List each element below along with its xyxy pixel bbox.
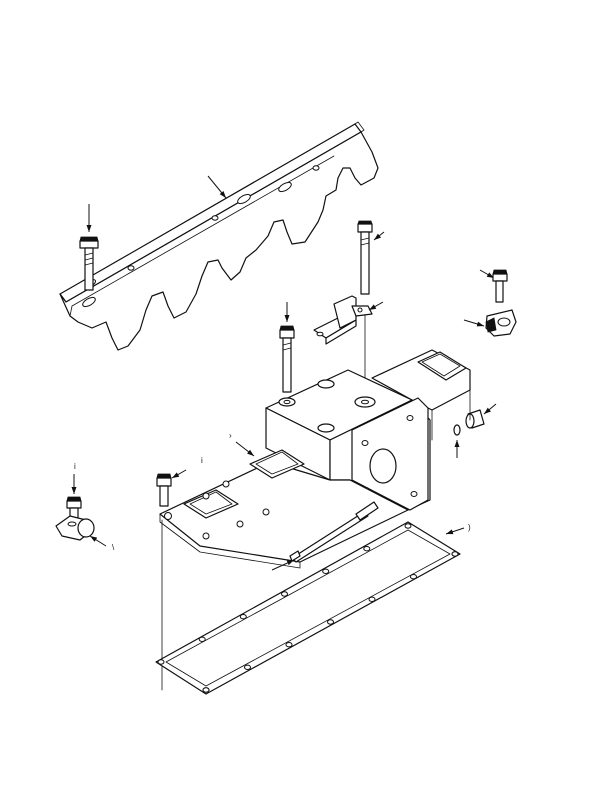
gasket-bolt-hole — [451, 551, 459, 557]
bolt-center-left — [279, 302, 295, 393]
gasket-bolt-hole — [410, 574, 417, 580]
gasket-bolt-hole — [202, 687, 210, 693]
gasket-bolt-hole — [198, 636, 206, 642]
callout-manifold: › — [229, 431, 232, 440]
bolt-right — [479, 269, 508, 303]
sensor-bracket — [313, 295, 384, 345]
stud-rod — [271, 501, 379, 571]
gasket-bolt-hole — [239, 614, 247, 620]
knock-sensor-right — [463, 309, 517, 337]
bolt-base-left: i — [156, 456, 203, 507]
callout-clip: \ — [112, 543, 115, 552]
callout-gasket: ) — [468, 523, 471, 532]
gasket-bolt-hole — [281, 591, 288, 597]
fitting-right — [453, 403, 497, 458]
gasket-bolt-hole — [404, 523, 412, 529]
gasket-bolt-hole — [363, 546, 371, 552]
gasket-bolt-hole — [368, 596, 376, 602]
callout-lower-left: i — [74, 462, 76, 471]
intake-manifold: › — [159, 349, 471, 569]
manifold-gasket: ) — [155, 521, 471, 695]
clamp-left: i \ — [55, 462, 115, 552]
gasket-bolt-hole — [322, 568, 330, 574]
callout-bolt-left: i — [201, 456, 203, 465]
gasket-bolt-hole — [244, 664, 251, 670]
gasket-bolt-hole — [285, 642, 293, 648]
heat-shield — [59, 121, 379, 351]
gasket-bolt-hole — [327, 619, 334, 625]
bolt-top-left — [79, 204, 99, 291]
long-bolt-center — [357, 220, 385, 396]
gasket-bolt-hole — [157, 659, 165, 665]
